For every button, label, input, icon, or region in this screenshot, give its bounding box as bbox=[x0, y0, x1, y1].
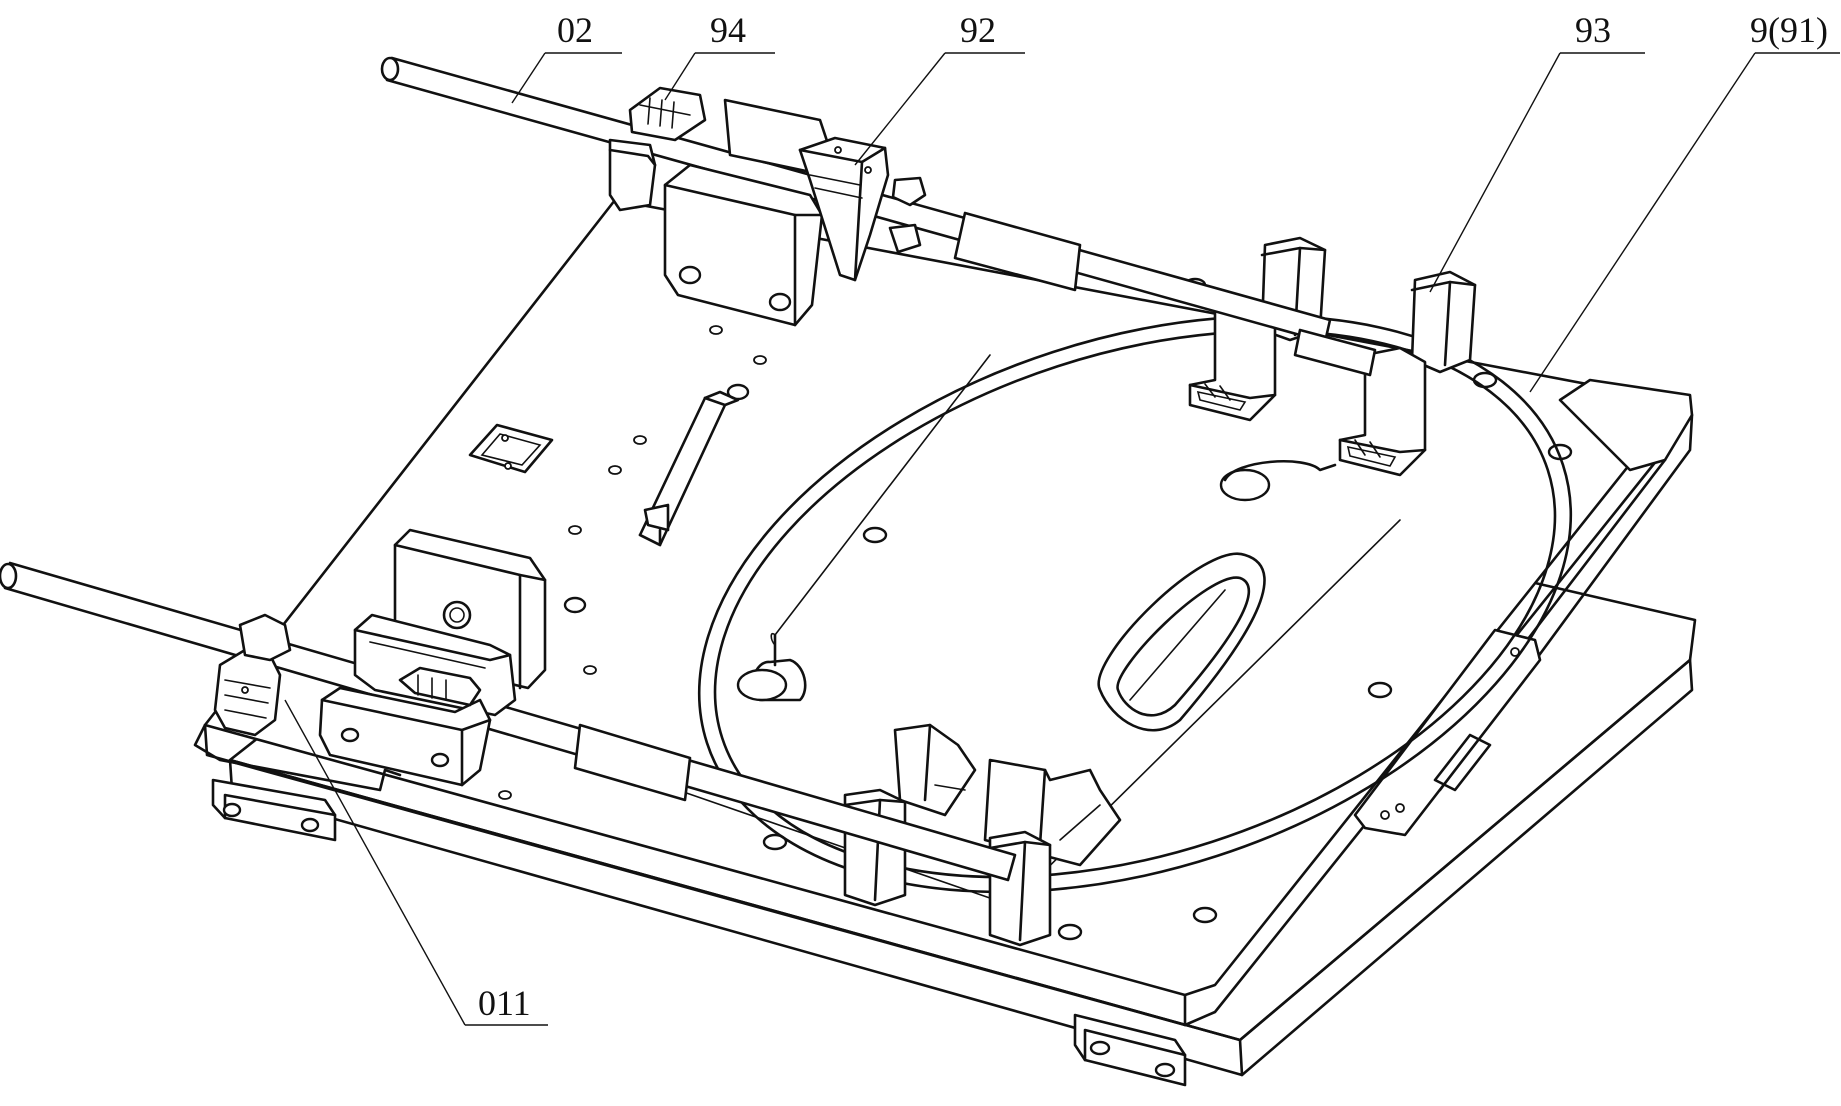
callout-labels: 02 94 92 93 9(91) 011 bbox=[478, 10, 1828, 1023]
feet bbox=[211, 778, 1187, 1087]
label-94: 94 bbox=[710, 10, 746, 50]
clip-assembly-93 bbox=[1188, 236, 1477, 477]
ring-tube bbox=[697, 314, 1573, 894]
bottom-clip-d bbox=[988, 830, 1052, 947]
label-02: 02 bbox=[557, 10, 593, 50]
label-9-91: 9(91) bbox=[1750, 10, 1828, 50]
plate-pad bbox=[468, 423, 554, 474]
leader-lines bbox=[284, 52, 1840, 1026]
label-92: 92 bbox=[960, 10, 996, 50]
clip-93-c bbox=[1188, 296, 1277, 422]
center-bracket bbox=[638, 390, 740, 547]
slot bbox=[1097, 552, 1266, 732]
foot-right bbox=[1073, 1013, 1187, 1087]
foot-left bbox=[211, 778, 337, 842]
notch-hole-right bbox=[1219, 460, 1337, 502]
clip-93-d bbox=[1338, 346, 1427, 477]
clip-93-b bbox=[1410, 270, 1477, 374]
bottom-block-assembly bbox=[213, 528, 547, 787]
inner-platform bbox=[770, 354, 991, 646]
label-011: 011 bbox=[478, 983, 531, 1023]
notch-hole-left bbox=[736, 633, 807, 702]
top-block-assembly bbox=[608, 86, 927, 327]
label-93: 93 bbox=[1575, 10, 1611, 50]
